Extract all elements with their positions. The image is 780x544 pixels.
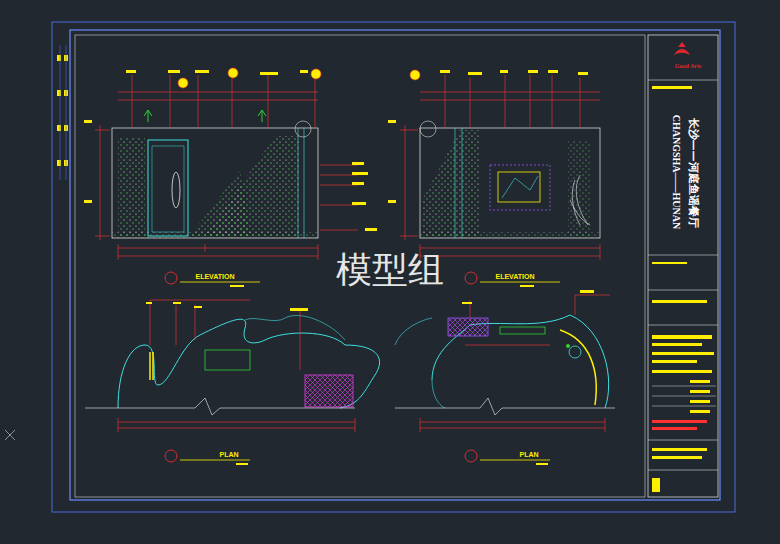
watermark: 模型组 xyxy=(336,252,444,288)
view-title: PLAN xyxy=(219,451,238,458)
view-title: ELEVATION xyxy=(195,273,234,280)
view-title: PLAN xyxy=(519,451,538,458)
view-title: ELEVATION xyxy=(495,273,534,280)
project-location: CHANGSHA——HUNAN xyxy=(671,115,681,229)
project-name: 长沙——河庭鱼谣餐厅 xyxy=(688,117,699,227)
company-logo: Good Arts xyxy=(675,63,702,69)
